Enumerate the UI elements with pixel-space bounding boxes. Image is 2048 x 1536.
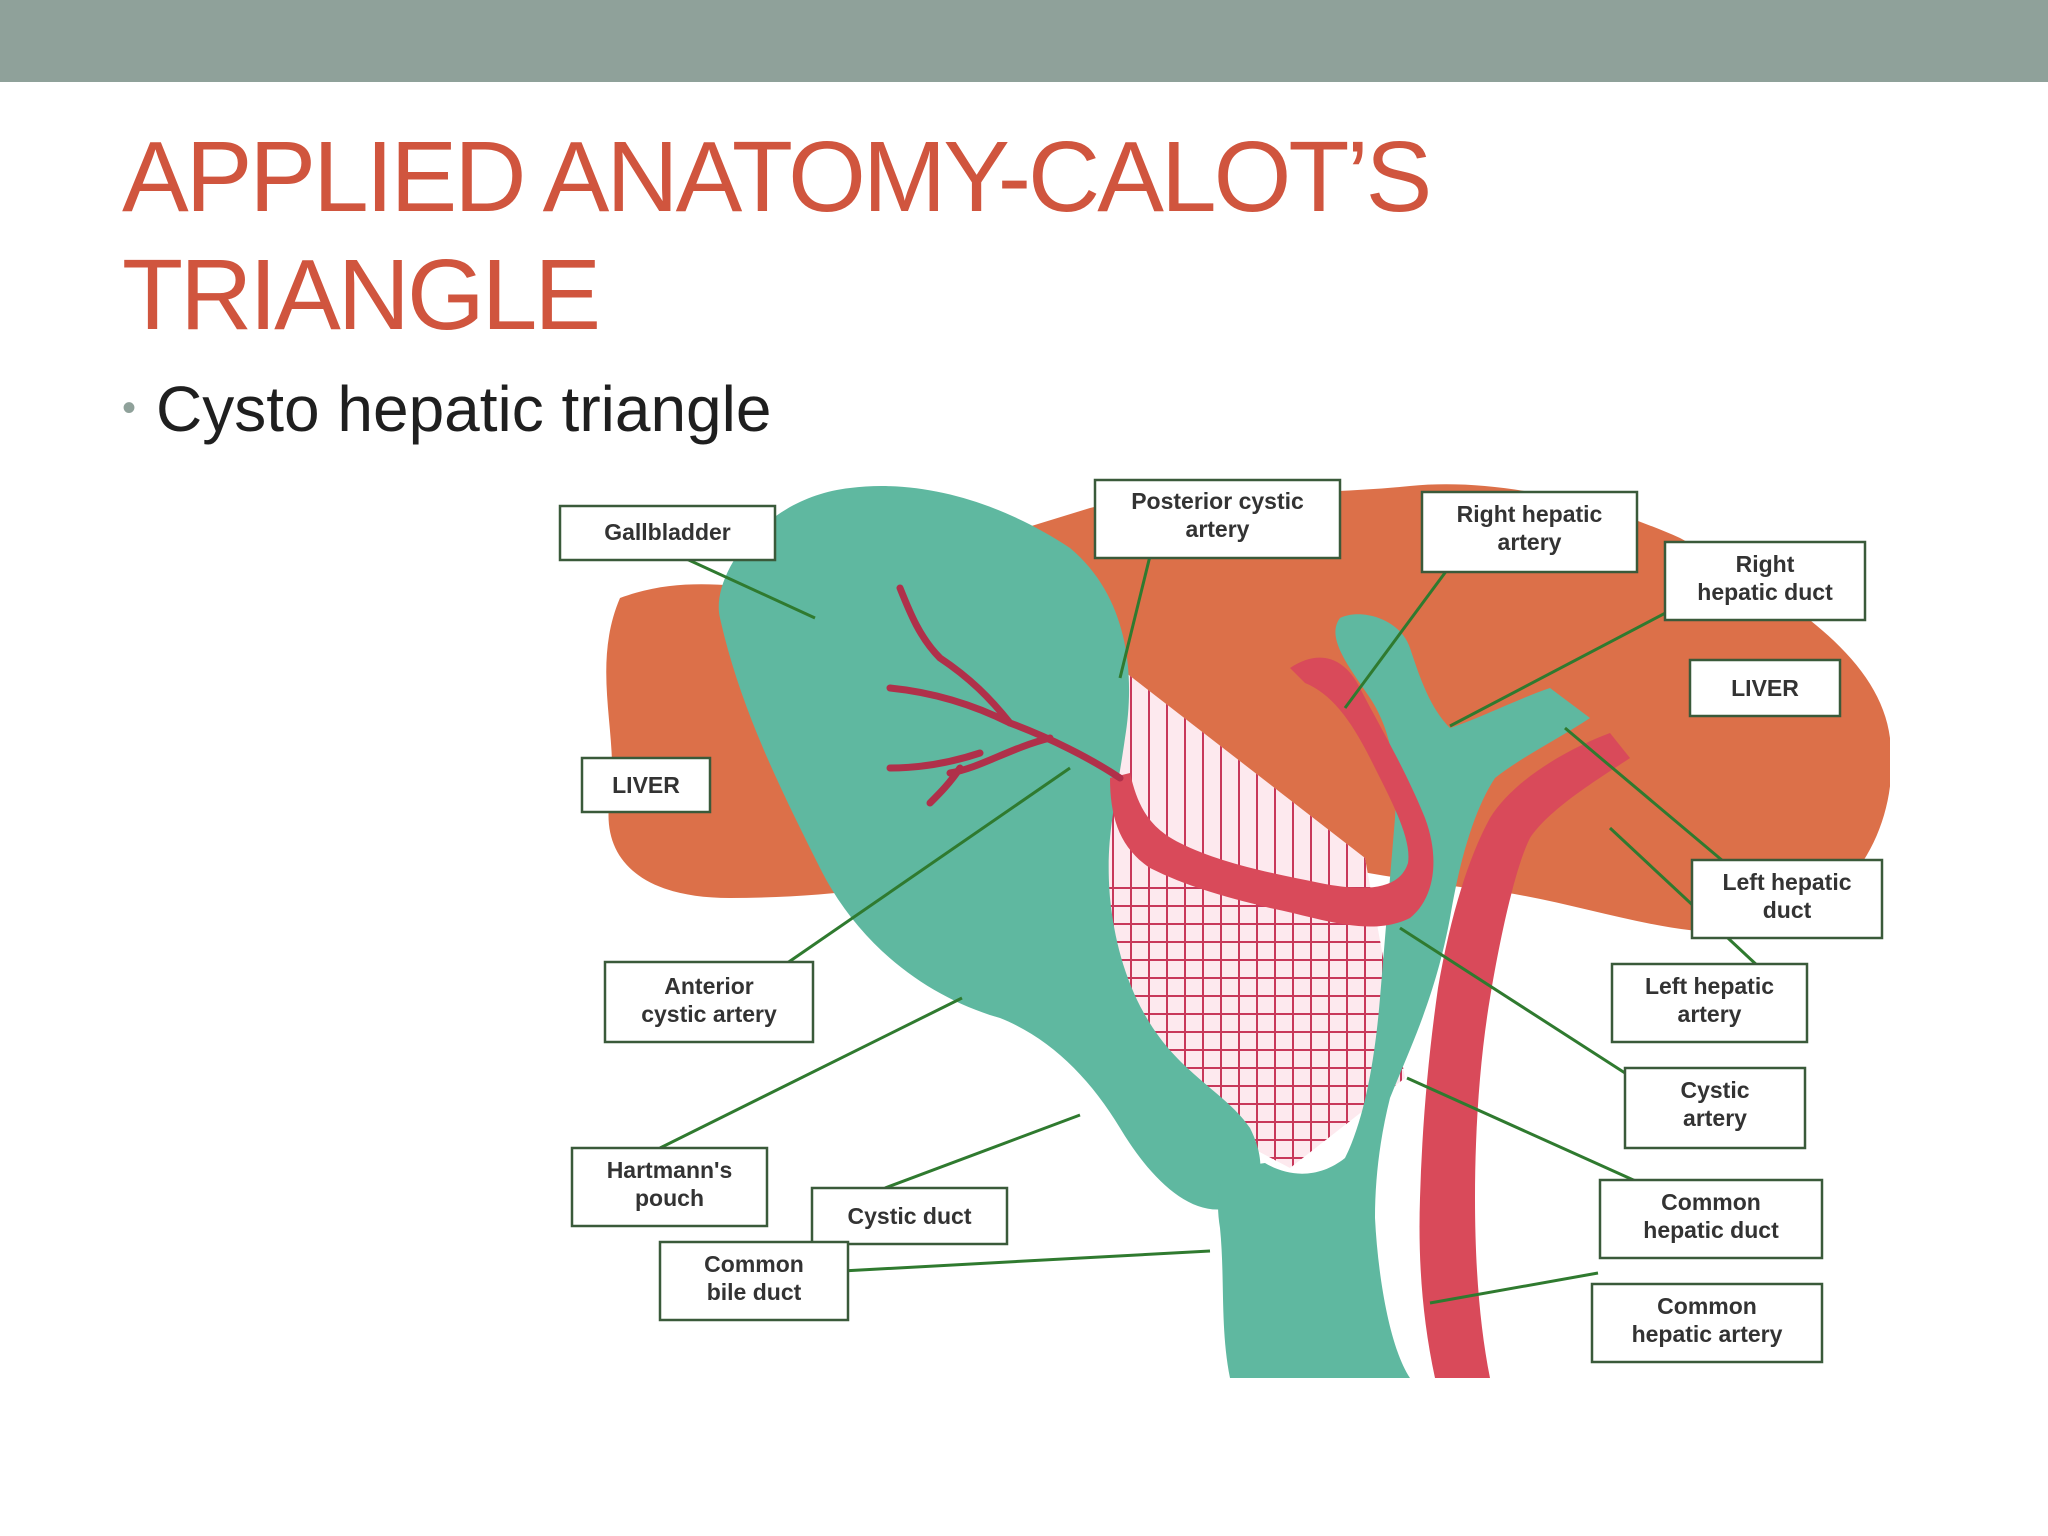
slide-title: APPLIED ANATOMY-CALOT’S TRIANGLE bbox=[122, 118, 1822, 354]
slide-title-line-1: APPLIED ANATOMY-CALOT’S bbox=[122, 121, 1432, 233]
svg-text:Left hepatic: Left hepatic bbox=[1722, 869, 1851, 895]
svg-text:Cystic duct: Cystic duct bbox=[848, 1203, 972, 1229]
gallbladder-shape bbox=[718, 486, 1261, 1210]
svg-text:artery: artery bbox=[1683, 1105, 1747, 1131]
leader-lines bbox=[659, 554, 1762, 1305]
svg-text:Left hepatic: Left hepatic bbox=[1645, 973, 1774, 999]
label-right-hepatic-artery: Right hepatic artery bbox=[1420, 490, 1639, 574]
top-accent-bar bbox=[0, 0, 2048, 82]
label-cystic-artery: Cystic artery bbox=[1623, 1066, 1807, 1150]
svg-text:artery: artery bbox=[1186, 516, 1250, 542]
label-liver-left: LIVER bbox=[580, 756, 712, 814]
svg-text:hepatic duct: hepatic duct bbox=[1643, 1217, 1779, 1243]
svg-text:Common: Common bbox=[1661, 1189, 1761, 1215]
label-left-hepatic-duct: Left hepatic duct bbox=[1690, 858, 1884, 940]
label-common-bile-duct: Common bile duct bbox=[658, 1240, 850, 1322]
label-common-hepatic-artery: Common hepatic artery bbox=[1590, 1282, 1824, 1364]
svg-text:Right hepatic: Right hepatic bbox=[1457, 501, 1603, 527]
bile-duct-shape bbox=[1218, 614, 1590, 1378]
label-hartmanns-pouch: Hartmann's pouch bbox=[570, 1146, 769, 1228]
svg-text:Common: Common bbox=[704, 1251, 804, 1277]
label-posterior-cystic-artery: Posterior cystic artery bbox=[1093, 478, 1342, 560]
svg-text:artery: artery bbox=[1678, 1001, 1742, 1027]
svg-text:LIVER: LIVER bbox=[1731, 675, 1799, 701]
diagram-canvas: Gallbladder Posterior cystic artery Righ… bbox=[558, 478, 1890, 1378]
common-hepatic-artery-shape bbox=[1419, 733, 1630, 1378]
calots-triangle-diagram: Gallbladder Posterior cystic artery Righ… bbox=[530, 478, 1890, 1398]
svg-text:hepatic duct: hepatic duct bbox=[1697, 579, 1833, 605]
label-common-hepatic-duct: Common hepatic duct bbox=[1598, 1178, 1824, 1260]
svg-text:cystic artery: cystic artery bbox=[641, 1001, 777, 1027]
label-gallbladder: Gallbladder bbox=[558, 504, 777, 562]
svg-text:Cystic: Cystic bbox=[1680, 1077, 1749, 1103]
slide-title-line-2: TRIANGLE bbox=[122, 239, 601, 351]
label-anterior-cystic-artery: Anterior cystic artery bbox=[603, 960, 815, 1044]
svg-text:Posterior cystic: Posterior cystic bbox=[1131, 488, 1304, 514]
svg-text:LIVER: LIVER bbox=[612, 772, 680, 798]
right-hepatic-artery-shape bbox=[1110, 657, 1434, 927]
svg-text:bile duct: bile duct bbox=[707, 1279, 802, 1305]
bullet-text: Cysto hepatic triangle bbox=[156, 373, 772, 445]
svg-text:duct: duct bbox=[1763, 897, 1812, 923]
svg-text:Right: Right bbox=[1736, 551, 1795, 577]
svg-text:Gallbladder: Gallbladder bbox=[604, 519, 731, 545]
svg-text:hepatic artery: hepatic artery bbox=[1632, 1321, 1783, 1347]
label-liver-right: LIVER bbox=[1688, 658, 1842, 718]
svg-text:artery: artery bbox=[1498, 529, 1562, 555]
label-cystic-duct: Cystic duct bbox=[810, 1186, 1009, 1246]
cystic-artery-branches bbox=[886, 584, 1124, 807]
bullet-dot-icon: • bbox=[122, 385, 137, 430]
bullet-item: • Cysto hepatic triangle bbox=[122, 372, 771, 446]
svg-text:Anterior: Anterior bbox=[664, 973, 754, 999]
label-left-hepatic-artery: Left hepatic artery bbox=[1610, 962, 1809, 1044]
svg-text:pouch: pouch bbox=[635, 1185, 704, 1211]
label-right-hepatic-duct: Right hepatic duct bbox=[1663, 540, 1867, 622]
svg-text:Common: Common bbox=[1657, 1293, 1757, 1319]
svg-text:Hartmann's: Hartmann's bbox=[607, 1157, 733, 1183]
